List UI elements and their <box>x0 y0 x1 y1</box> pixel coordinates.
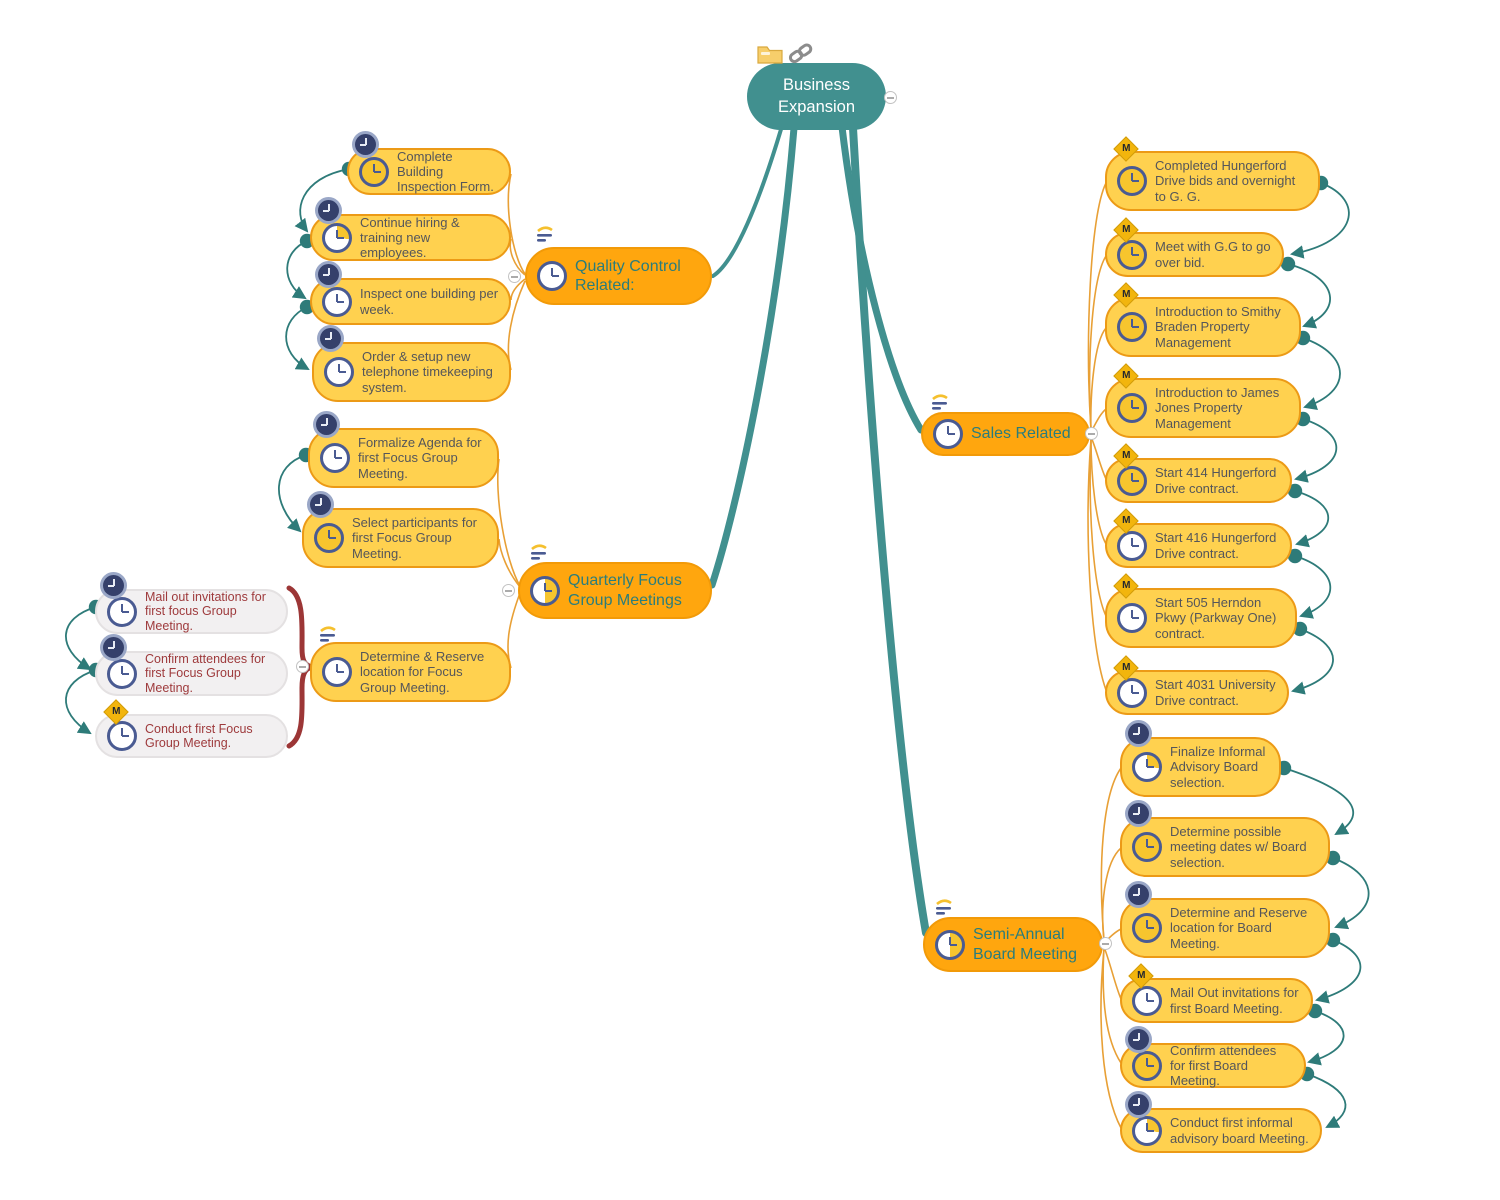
schedule-icon <box>933 899 959 922</box>
timer-icon <box>1132 985 1162 1016</box>
task-node-telephone-timekeeping[interactable]: Order & setup new telephone timekeeping … <box>312 328 511 402</box>
task-node-intro-james-jones[interactable]: M Introduction to James Jones Property M… <box>1105 363 1301 438</box>
clock-badge-icon <box>103 637 124 658</box>
collapse-button-quality-control[interactable] <box>508 270 521 283</box>
task-node-confirm-attendees-focus[interactable]: Confirm attendees for first Focus Group … <box>95 637 288 696</box>
task-node-start-414-hungerford[interactable]: M Start 414 Hungerford Drive contract. <box>1105 443 1292 503</box>
timer-icon <box>322 657 352 687</box>
task-node-start-4031-university[interactable]: M Start 4031 University Drive contract. <box>1105 655 1289 715</box>
task-node-mail-invitations-board[interactable]: M Mail Out invitations for first Board M… <box>1120 963 1313 1023</box>
task-node-completed-hungerford-bids[interactable]: M Completed Hungerford Drive bids and ov… <box>1105 136 1320 211</box>
clock-badge-icon <box>316 414 337 435</box>
task-node-finalize-advisory-board[interactable]: Finalize Informal Advisory Board selecti… <box>1120 723 1281 797</box>
timer-icon <box>1117 166 1147 196</box>
timer-icon <box>324 357 354 387</box>
collapse-button-root[interactable] <box>884 91 897 104</box>
timer-icon <box>322 222 352 253</box>
trunk-connectors <box>708 123 930 937</box>
folder-icon <box>757 44 783 69</box>
timer-icon <box>933 419 963 449</box>
task-node-meet-gg[interactable]: M Meet with G.G to go over bid. <box>1105 217 1284 277</box>
clock-badge-icon <box>355 134 376 155</box>
timer-icon <box>1132 752 1162 782</box>
clock-badge-icon <box>310 494 331 515</box>
schedule-icon <box>534 226 560 249</box>
collapse-button-sales-related[interactable] <box>1085 427 1098 440</box>
clock-badge-icon <box>1128 884 1149 905</box>
task-node-complete-building-inspection[interactable]: Complete Building Inspection Form. <box>347 134 511 195</box>
clock-badge-icon <box>320 328 341 349</box>
collapse-button-quarterly-focus[interactable] <box>502 584 515 597</box>
schedule-icon <box>317 626 343 649</box>
timer-icon <box>1132 1050 1162 1081</box>
schedule-icon <box>528 544 554 567</box>
task-node-intro-smithy-braden[interactable]: M Introduction to Smithy Braden Property… <box>1105 282 1301 357</box>
timer-icon <box>107 658 137 689</box>
timer-icon <box>1117 239 1147 270</box>
task-node-conduct-focus-meeting[interactable]: M Conduct first Focus Group Meeting. <box>95 699 288 758</box>
task-node-start-416-hungerford[interactable]: M Start 416 Hungerford Drive contract. <box>1105 508 1292 568</box>
timer-icon <box>537 261 567 291</box>
task-node-start-505-herndon[interactable]: M Start 505 Herndon Pkwy (Parkway One) c… <box>1105 573 1297 648</box>
task-node-select-participants[interactable]: Select participants for first Focus Grou… <box>302 494 499 568</box>
task-node-determine-reserve-location[interactable]: Determine & Reserve location for Focus G… <box>310 642 511 702</box>
clock-badge-icon <box>103 575 124 596</box>
task-node-continue-hiring[interactable]: Continue hiring & training new employees… <box>310 200 511 261</box>
task-node-formalize-agenda[interactable]: Formalize Agenda for first Focus Group M… <box>308 414 499 488</box>
branch-node-semi-annual-board[interactable]: Semi-Annual Board Meeting <box>923 917 1103 972</box>
branch-fans <box>496 173 1122 1129</box>
clock-badge-icon <box>1128 803 1149 824</box>
sequence-arrows <box>65 161 1370 1128</box>
timer-icon <box>107 596 137 627</box>
task-node-determine-reserve-board-location[interactable]: Determine and Reserve location for Board… <box>1120 884 1330 958</box>
clock-badge-icon <box>1128 723 1149 744</box>
root-label: Business Expansion <box>777 76 856 116</box>
timer-icon <box>359 156 389 187</box>
timer-icon <box>314 523 344 553</box>
clock-badge-icon <box>1128 1094 1149 1115</box>
task-node-confirm-attendees-board[interactable]: Confirm attendees for first Board Meetin… <box>1120 1029 1306 1088</box>
timer-icon <box>530 575 560 606</box>
collapse-button-determine-reserve[interactable] <box>296 660 309 673</box>
timer-icon <box>1132 1115 1162 1146</box>
root-node-business-expansion[interactable]: Business Expansion <box>747 63 886 130</box>
link-icon <box>787 40 815 71</box>
clock-badge-icon <box>318 200 339 221</box>
clock-badge-icon <box>1128 1029 1149 1050</box>
task-node-conduct-informal-advisory[interactable]: Conduct first informal advisory board Me… <box>1120 1094 1322 1153</box>
branch-node-quarterly-focus[interactable]: Quarterly Focus Group Meetings <box>518 562 712 619</box>
schedule-icon <box>929 394 955 417</box>
timer-icon <box>320 443 350 473</box>
clock-badge-icon <box>318 264 339 285</box>
timer-icon <box>1117 393 1147 423</box>
timer-icon <box>1132 913 1162 943</box>
task-node-mail-invitations-focus[interactable]: Mail out invitations for first focus Gro… <box>95 575 288 634</box>
timer-icon <box>322 286 352 317</box>
timer-icon <box>107 721 137 751</box>
collapse-button-semi-annual[interactable] <box>1099 937 1112 950</box>
timer-icon <box>1117 677 1147 708</box>
task-node-determine-meeting-dates[interactable]: Determine possible meeting dates w/ Boar… <box>1120 803 1330 877</box>
timer-icon <box>1117 603 1147 633</box>
timer-icon <box>1117 312 1147 342</box>
timer-icon <box>935 929 965 960</box>
branch-node-sales-related[interactable]: Sales Related <box>921 412 1090 456</box>
timer-icon <box>1117 465 1147 496</box>
branch-node-quality-control[interactable]: Quality Control Related: <box>525 247 712 305</box>
timer-icon <box>1132 832 1162 862</box>
task-node-inspect-building[interactable]: Inspect one building per week. <box>310 264 511 325</box>
timer-icon <box>1117 530 1147 561</box>
